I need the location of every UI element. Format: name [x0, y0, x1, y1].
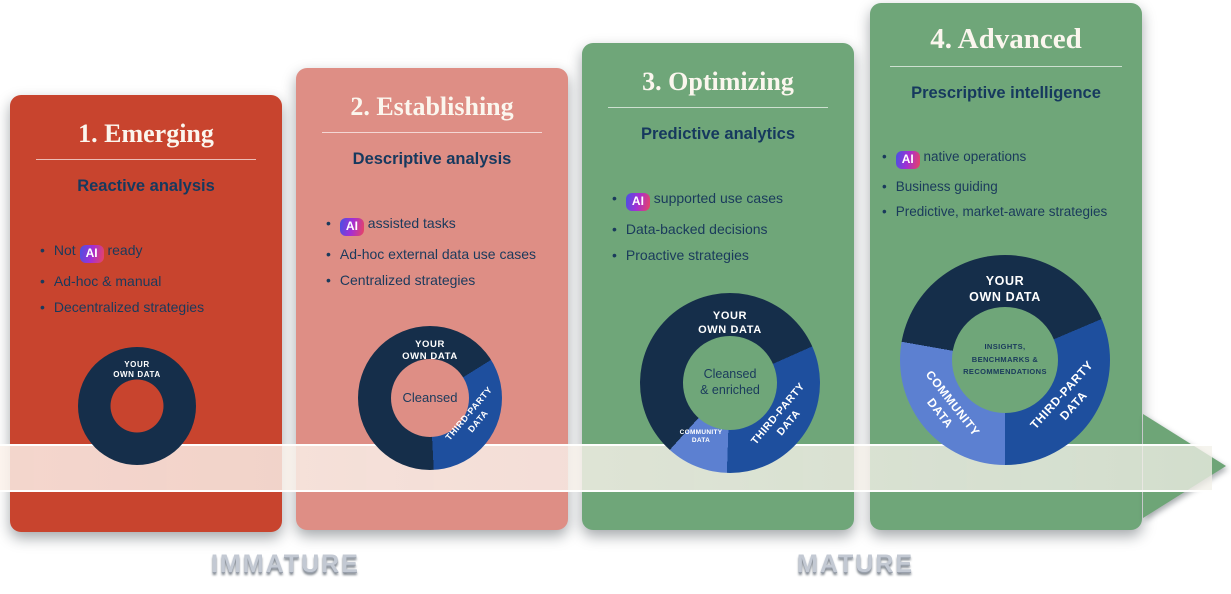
bullet-item: Centralized strategies: [326, 272, 560, 288]
donut-hole: [110, 379, 164, 433]
center-label-line: RECOMMENDATIONS: [963, 367, 1047, 377]
stage-bullet-list: AI assisted tasksAd-hoc external data us…: [296, 215, 568, 288]
bullet-text: Not: [53, 241, 80, 258]
bullet-text: native operations: [919, 149, 1027, 165]
stage-subtitle: Prescriptive intelligence: [911, 84, 1101, 103]
bullet-item: Data-backed decisions: [612, 221, 846, 237]
data-mix-donut-chart: INSIGHTS, BENCHMARKS & RECOMMENDATIONS YOU…: [900, 255, 1110, 465]
stage-title: 2. Establishing: [350, 92, 514, 121]
bullet-item: Ad-hoc & manual: [40, 273, 274, 289]
donut-hole: Cleansed: [391, 359, 469, 437]
ai-badge: AI: [625, 192, 650, 211]
ai-badge: AI: [339, 217, 364, 236]
stage-subtitle: Reactive analysis: [77, 176, 215, 195]
bullet-text: Proactive strategies: [625, 246, 749, 263]
donut-hole: Cleansed& enriched: [683, 336, 777, 430]
stage-bullet-list: AI native operationsBusiness guidingPred…: [870, 149, 1142, 219]
center-label-line: BENCHMARKS &: [971, 354, 1039, 364]
bullet-item: Decentralized strategies: [40, 299, 274, 315]
center-label-line: Cleansed: [703, 367, 757, 382]
stage-title: 1. Emerging: [78, 119, 214, 148]
center-label-line: & enriched: [700, 383, 760, 397]
bullet-item: AI supported use cases: [612, 190, 846, 211]
title-underline: [890, 66, 1122, 68]
bullet-text: supported use cases: [649, 189, 783, 206]
bullet-text: Ad-hoc & manual: [53, 272, 162, 289]
bullet-text: ready: [103, 241, 143, 258]
stage-title: 3. Optimizing: [642, 67, 794, 96]
bullet-text: Centralized strategies: [339, 271, 476, 288]
ai-badge: AI: [895, 151, 920, 170]
title-underline: [608, 106, 828, 108]
stage-card-4: 4. Advanced Prescriptive intelligence AI…: [870, 3, 1142, 530]
stage-subtitle: Descriptive analysis: [352, 149, 512, 168]
bullet-item: Not AI ready: [40, 242, 274, 263]
bullet-text: Decentralized strategies: [53, 298, 205, 315]
center-label-line: INSIGHTS,: [984, 341, 1026, 351]
bullet-item: Business guiding: [882, 179, 1134, 194]
stage-subtitle: Predictive analytics: [640, 124, 796, 143]
immature-label: IMMATURE: [211, 550, 360, 578]
stage-title: 4. Advanced: [930, 23, 1082, 55]
bullet-item: Predictive, market-aware strategies: [882, 204, 1134, 219]
stage-card-1: 1. Emerging Reactive analysis Not AI rea…: [10, 95, 282, 532]
bullet-item: AI assisted tasks: [326, 215, 560, 236]
mature-label: MATURE: [797, 550, 915, 578]
donut-center-label: Cleansed& enriched: [700, 367, 760, 398]
bullet-text: Business guiding: [895, 179, 998, 195]
bullet-text: assisted tasks: [363, 214, 456, 231]
bullet-item: AI native operations: [882, 149, 1134, 170]
donut-center-label: Cleansed: [403, 390, 458, 406]
title-underline: [322, 131, 542, 133]
bullet-text: Ad-hoc external data use cases: [339, 245, 537, 262]
stage-bullet-list: Not AI readyAd-hoc & manualDecentralized…: [10, 242, 282, 315]
donut-center-label: INSIGHTS, BENCHMARKS & RECOMMENDATIONS: [963, 341, 1047, 379]
bullet-item: Proactive strategies: [612, 247, 846, 263]
center-label-line: Cleansed: [402, 389, 458, 405]
bullet-text: Data-backed decisions: [625, 220, 768, 237]
ai-badge: AI: [79, 244, 104, 263]
bullet-item: Ad-hoc external data use cases: [326, 246, 560, 262]
title-underline: [36, 158, 256, 160]
bullet-text: Predictive, market-aware strategies: [895, 204, 1108, 220]
stage-bullet-list: AI supported use casesData-backed decisi…: [582, 190, 854, 263]
donut-hole: INSIGHTS, BENCHMARKS & RECOMMENDATIONS: [952, 307, 1058, 413]
